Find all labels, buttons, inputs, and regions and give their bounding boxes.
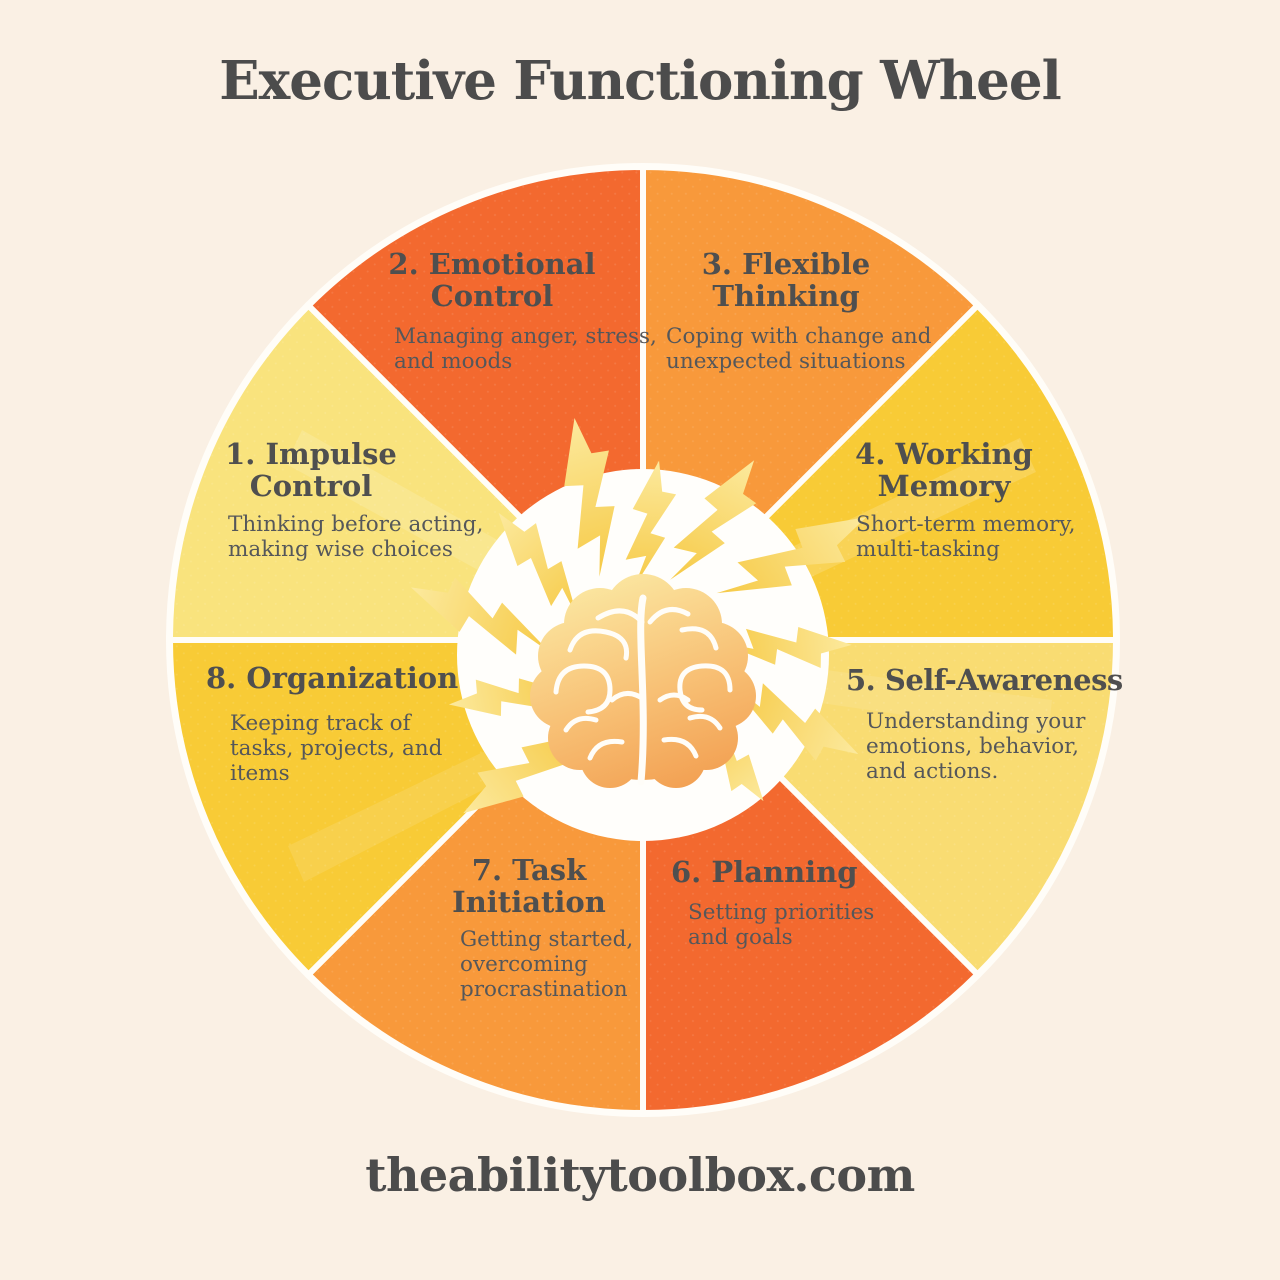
segment-8-description: Keeping track of tasks, projects, and it… [230,711,443,786]
segment-1-heading: 1. Impulse Control [225,437,397,504]
segment-7-heading: 7. Task Initiation [452,853,606,920]
website-url: theabilitytoolbox.com [365,1148,915,1202]
wheel-outer-rim [166,163,1120,1117]
segment-2-description: Managing anger, stress, and moods [394,324,657,374]
segment-4-description: Short-term memory, multi-tasking [856,512,1076,562]
segment-3-description: Coping with change and unexpected situat… [666,324,932,374]
segment-6-description: Setting priorities and goals [688,900,875,950]
page-title: Executive Functioning Wheel [219,50,1061,112]
brain-icon [530,574,756,788]
segment-8-heading: 8. Organization [206,661,459,695]
segment-4-heading: 4. Working Memory [855,437,1033,504]
segment-5-description: Understanding your emotions, behavior, a… [866,709,1086,784]
segment-7-description: Getting started, overcoming procrastinat… [460,927,634,1002]
segment-2-heading: 2. Emotional Control [388,247,596,314]
segment-1-description: Thinking before acting, making wise choi… [228,512,484,562]
segment-6-heading: 6. Planning [671,855,858,889]
segment-5-heading: 5. Self-Awareness [846,663,1123,697]
segment-3-heading: 3. Flexible Thinking [701,247,871,314]
